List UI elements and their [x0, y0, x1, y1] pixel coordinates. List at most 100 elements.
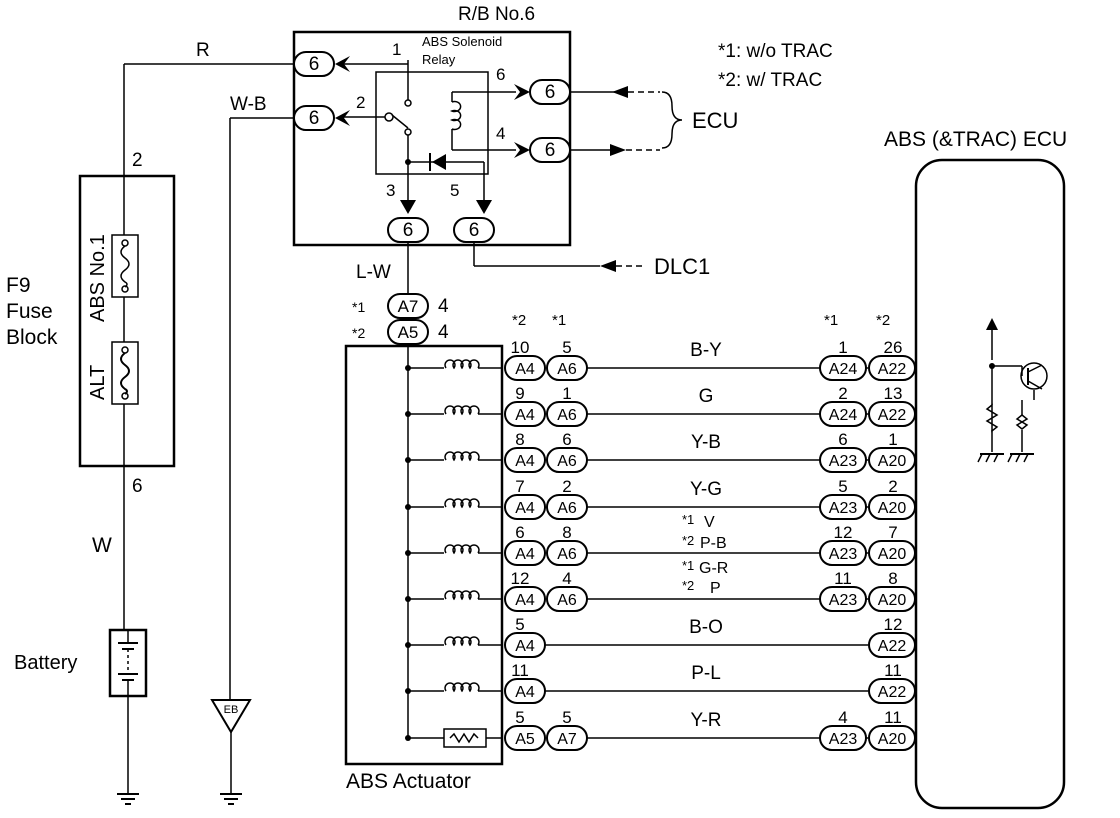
wire-wb-label: W-B [230, 94, 267, 115]
relay-pin5-label: 5 [450, 181, 459, 200]
right-pin-2: 26 [884, 338, 903, 357]
ecu-reference-label: ECU [692, 108, 738, 133]
wire-note-pb-mark: *2 [682, 533, 694, 548]
svg-text:6: 6 [403, 220, 414, 241]
wire-note-gr-color: G-R [699, 560, 728, 577]
left-pin-2: 1 [562, 384, 571, 403]
right-connector-1: A24 [829, 361, 858, 378]
left-pin-2: 2 [562, 477, 571, 496]
solenoid-coil [444, 498, 480, 509]
right-connector-2: A22 [878, 361, 907, 378]
abs-trac-ecu-frame [914, 158, 1066, 810]
ecu-brace [661, 91, 683, 149]
relay-block-title: R/B No.6 [458, 4, 535, 25]
solenoid-coil [444, 405, 480, 416]
wire-note-gr-mark: *1 [682, 558, 694, 573]
relay-block-frame [292, 30, 572, 247]
actuator-resistor-zigzag [449, 732, 479, 744]
left-connector-1: A4 [515, 453, 535, 470]
solenoid-coil [444, 544, 480, 555]
fuse-block-frame [78, 174, 176, 468]
col-note-right-b: *2 [876, 312, 890, 329]
right-pin-1: 6 [838, 430, 847, 449]
col-note-left-a: *2 [512, 312, 526, 329]
footnote-2: *2: w/ TRAC [718, 70, 822, 91]
right-pin-1: 1 [838, 338, 847, 357]
left-pin-1: 9 [515, 384, 524, 403]
wire-w-label: W [92, 534, 112, 557]
right-connector-2: A22 [878, 638, 907, 655]
ecu-title: ABS (&TRAC) ECU [884, 128, 1067, 151]
right-pin-2: 2 [888, 477, 897, 496]
left-connector-1: A4 [515, 546, 535, 563]
left-connector-2: A6 [557, 407, 577, 424]
actuator-pin-top-1: 4 [438, 296, 449, 317]
right-pin-1: 5 [838, 477, 847, 496]
wire-r-label: R [196, 40, 210, 61]
relay-pin1-label: 1 [392, 40, 401, 59]
harness-wire-label: Y-B [691, 432, 721, 453]
harness-wire-label: B-Y [690, 340, 722, 361]
left-pin-1: 5 [515, 615, 524, 634]
left-connector-1: A4 [515, 684, 535, 701]
right-pin-1: 11 [834, 569, 852, 588]
fuse-block: F9 Fuse Block 2 6 ABS No.1 ALT [6, 150, 176, 497]
fuse-block-title-1: F9 [6, 274, 31, 297]
wire-lw-label: L-W [356, 262, 391, 283]
solenoid-coil [444, 451, 480, 462]
right-connector-1: A23 [829, 592, 858, 609]
left-pin-1: 11 [511, 661, 529, 680]
left-connector-2: A6 [557, 453, 577, 470]
right-pin-2: 11 [884, 661, 902, 680]
harness-wire-label: B-O [689, 617, 723, 638]
relay-coil [449, 100, 462, 131]
left-connector-1: A4 [515, 592, 535, 609]
left-pin-2: 5 [562, 338, 571, 357]
left-pin-2: 4 [562, 569, 571, 588]
actuator-note-2: *2 [352, 325, 365, 341]
svg-text:A5: A5 [398, 323, 419, 342]
relay-inner-box [375, 71, 489, 175]
dlc1-label: DLC1 [654, 254, 710, 279]
wire-note-p-mark: *2 [682, 578, 694, 593]
wire-note-v-color: V [704, 514, 715, 531]
harness-wire-label: P-L [691, 663, 721, 684]
ecu-resistor-2 [1015, 414, 1029, 430]
right-pin-2: 7 [888, 523, 897, 542]
left-pin-1: 7 [515, 477, 524, 496]
right-pin-2: 13 [884, 384, 903, 403]
left-connector-2: A6 [557, 546, 577, 563]
right-pin-1: 2 [838, 384, 847, 403]
fuse-block-pin-top: 2 [132, 150, 143, 171]
actuator-pin-top-2: 4 [438, 322, 449, 343]
svg-text:A7: A7 [398, 297, 419, 316]
fuse-block-title-3: Block [6, 326, 58, 349]
ground-eb-label: EB [224, 704, 239, 716]
relay-pin4-label: 4 [496, 124, 505, 143]
fuse-alt [111, 341, 139, 405]
col-note-right-a: *1 [824, 312, 838, 329]
relay-pin6-label: 6 [496, 65, 505, 84]
harness-wire-label: Y-R [691, 710, 722, 731]
svg-text:6: 6 [545, 82, 556, 103]
left-connector-2: A7 [557, 731, 577, 748]
wire-note-pb-color: P-B [700, 535, 727, 552]
left-connector-1-shell [504, 355, 546, 381]
right-connector-2: A20 [878, 500, 907, 517]
right-connector-2: A20 [878, 453, 907, 470]
svg-text:6: 6 [309, 108, 320, 129]
left-pin-2: 5 [562, 708, 571, 727]
abs-actuator-frame [344, 344, 504, 766]
left-connector-1: A4 [515, 500, 535, 517]
ecu-transistor [1020, 362, 1048, 390]
relay-contact-upper [404, 99, 412, 107]
right-pin-1: 4 [838, 708, 847, 727]
solenoid-coil [444, 682, 480, 693]
left-pin-1: 5 [515, 708, 524, 727]
right-connector-1: A23 [829, 731, 858, 748]
left-pin-2: 8 [562, 523, 571, 542]
relay-label-line1: ABS Solenoid [422, 34, 502, 49]
relay-pin3-label: 3 [386, 181, 395, 200]
right-pin-1: 12 [834, 523, 853, 542]
wire-note-p-color: P [710, 580, 721, 597]
